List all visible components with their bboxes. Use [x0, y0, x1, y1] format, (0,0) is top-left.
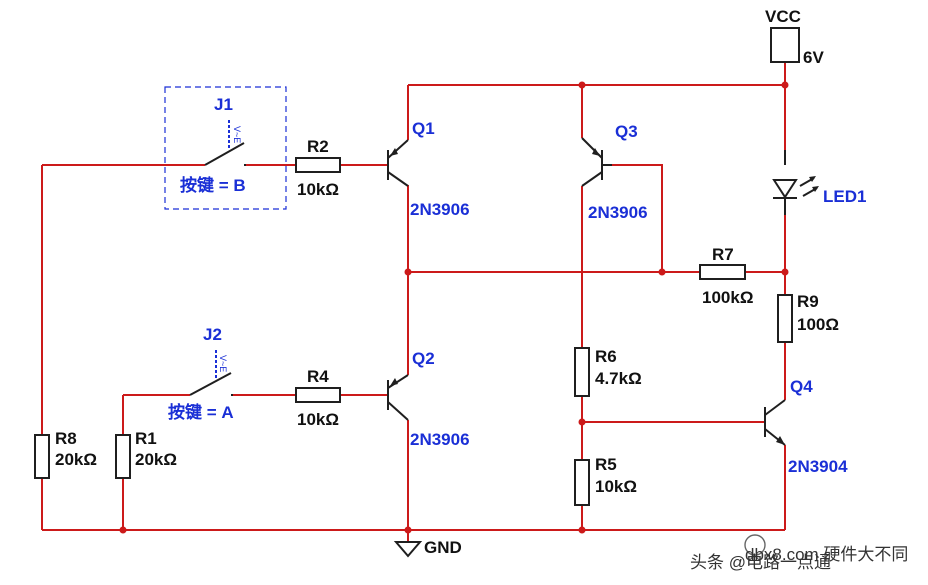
- gnd-label: GND: [424, 538, 462, 557]
- q1-ref: Q1: [412, 119, 435, 138]
- vcc-symbol: VCC 6V: [765, 7, 824, 67]
- q2-ref: Q2: [412, 349, 435, 368]
- wires: [41, 62, 786, 542]
- r1-ref: R1: [135, 429, 157, 448]
- transistor-q2: Q2 2N3906: [387, 349, 470, 449]
- resistor-r2: R2 10kΩ: [295, 137, 341, 199]
- r8-value: 20kΩ: [55, 450, 97, 469]
- transistor-q3: Q3 2N3906: [581, 122, 648, 222]
- r7-ref: R7: [712, 245, 734, 264]
- q2-part: 2N3906: [410, 430, 470, 449]
- resistor-r7: R7 100kΩ: [699, 245, 753, 307]
- j1-key-label: 按键 = B: [180, 175, 246, 195]
- q4-part: 2N3904: [788, 457, 848, 476]
- resistor-r9: R9 100Ω: [777, 292, 839, 343]
- j1-ref: J1: [214, 95, 233, 114]
- vcc-value: 6V: [803, 48, 824, 67]
- r9-value: 100Ω: [797, 315, 839, 334]
- r6-value: 4.7kΩ: [595, 369, 642, 388]
- resistor-r6: R6 4.7kΩ: [574, 347, 642, 397]
- r7-value: 100kΩ: [702, 288, 753, 307]
- vcc-label: VCC: [765, 7, 801, 26]
- led1-ref: LED1: [823, 187, 866, 206]
- r4-ref: R4: [307, 367, 329, 386]
- led1: LED1: [772, 150, 866, 215]
- r4-value: 10kΩ: [297, 410, 339, 429]
- j2-marker: V~E: [218, 355, 228, 372]
- transistor-q4: Q4 2N3904: [764, 377, 848, 476]
- gnd-symbol: GND: [393, 538, 462, 558]
- resistor-r4: R4 10kΩ: [295, 367, 341, 429]
- r2-value: 10kΩ: [297, 180, 339, 199]
- q1-part: 2N3906: [410, 200, 470, 219]
- r8-ref: R8: [55, 429, 77, 448]
- j2-ref: J2: [203, 325, 222, 344]
- resistor-r1: R1 20kΩ: [115, 429, 177, 479]
- junction-dots: [119, 81, 789, 534]
- transistor-q1: Q1 2N3906: [387, 119, 470, 219]
- j2-key-label: 按键 = A: [168, 402, 234, 422]
- r5-ref: R5: [595, 455, 617, 474]
- r9-ref: R9: [797, 292, 819, 311]
- watermark-subtext: dbx8.com 硬件大不同: [745, 545, 908, 564]
- r5-value: 10kΩ: [595, 477, 637, 496]
- switch-j1[interactable]: J1 V~E 按键 = B: [164, 86, 287, 210]
- watermark-text: 头条 @电路一点通: [690, 553, 831, 572]
- q3-ref: Q3: [615, 122, 638, 141]
- switch-j2[interactable]: J2 V~E 按键 = A: [168, 325, 234, 422]
- q4-ref: Q4: [790, 377, 813, 396]
- j1-marker: V~E: [232, 126, 242, 143]
- r2-ref: R2: [307, 137, 329, 156]
- r1-value: 20kΩ: [135, 450, 177, 469]
- watermark: 头条 @电路一点通 dbx8.com 硬件大不同: [690, 534, 908, 572]
- r6-ref: R6: [595, 347, 617, 366]
- resistor-r5: R5 10kΩ: [574, 455, 637, 506]
- resistor-r8: R8 20kΩ: [34, 429, 97, 479]
- q3-part: 2N3906: [588, 203, 648, 222]
